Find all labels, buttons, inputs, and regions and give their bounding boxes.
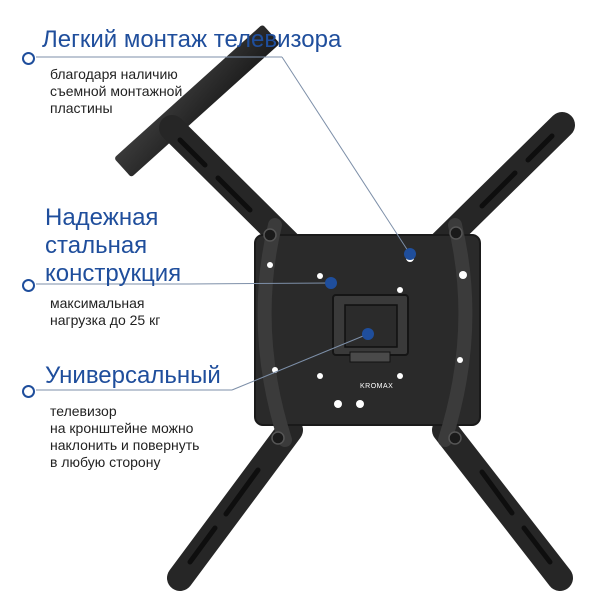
feature-1-title-line-1: Легкий монтаж телевизора <box>42 26 342 53</box>
feature-2-desc-line-2: нагрузка до 25 кг <box>50 312 161 328</box>
feature-3-desc-line-3: наклонить и повернуть <box>50 437 200 453</box>
feature-1-marker <box>22 52 35 65</box>
leader-lines <box>36 56 411 391</box>
feature-1-desc-line-3: пластины <box>50 100 113 116</box>
brand-label: KROMAX <box>360 383 393 390</box>
feature-3-marker <box>22 385 35 398</box>
feature-3-desc-line-2: на кронштейне можно <box>50 420 194 436</box>
feature-2-title-line-3: конструкция <box>45 260 182 287</box>
mount-arms <box>115 25 575 591</box>
feature-2-marker <box>22 279 35 292</box>
feature-1-title: Легкий монтаж телевизора <box>42 26 341 54</box>
left-rail <box>257 218 292 447</box>
feature-1-description: благодаря наличию съемной монтажной плас… <box>50 66 182 117</box>
feature-2-description: максимальная нагрузка до 25 кг <box>50 295 160 329</box>
feature-2-title: Надежная стальная конструкция <box>45 204 181 288</box>
feature-2-title-line-1: Надежная <box>45 204 159 231</box>
feature-3-description: телевизор на кронштейне можно наклонить … <box>50 403 199 471</box>
feature-3-title-line-1: Универсальный <box>45 362 221 389</box>
feature-3-title: Универсальный <box>45 362 221 390</box>
feature-3-desc-line-4: в любую сторону <box>50 454 161 470</box>
feature-2-title-line-2: стальная <box>45 232 148 259</box>
right-rail <box>438 218 473 447</box>
feature-1-desc-line-1: благодаря наличию <box>50 66 178 82</box>
feature-1-desc-line-2: съемной монтажной <box>50 83 183 99</box>
feature-3-desc-line-1: телевизор <box>50 403 117 419</box>
feature-2-desc-line-1: максимальная <box>50 295 145 311</box>
